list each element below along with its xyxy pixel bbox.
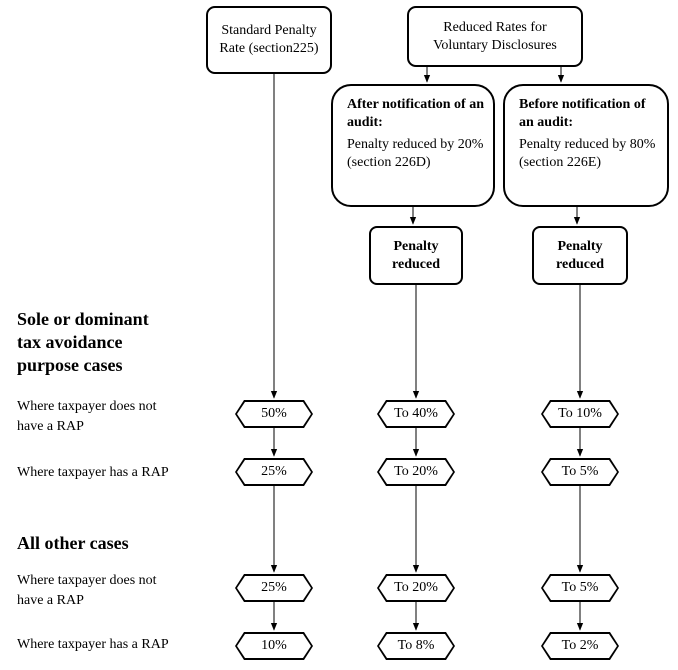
reduced-rates-box: Reduced Rates for Voluntary Disclosures — [407, 6, 583, 67]
rate-standard-sole-rap: 25% — [235, 458, 313, 486]
rate-after-other-no-rap: To 20% — [377, 574, 455, 602]
rate-value: To 40% — [379, 402, 453, 426]
reduced-rates-label: Reduced Rates for Voluntary Disclosures — [433, 19, 557, 53]
rate-before-sole-rap: To 5% — [541, 458, 619, 486]
penalty-reduced-after-label: Penalty reduced — [392, 238, 440, 272]
rate-after-sole-rap: To 20% — [377, 458, 455, 486]
rate-value: To 5% — [543, 460, 617, 484]
rate-value: To 20% — [379, 460, 453, 484]
penalty-reduced-before-label: Penalty reduced — [556, 238, 604, 272]
rate-before-sole-no-rap: To 10% — [541, 400, 619, 428]
row-label-sole-no-rap: Where taxpayer does not have a RAP — [17, 399, 157, 434]
after-notification-box: After notification of an audit: Penalty … — [331, 84, 495, 207]
rate-standard-other-no-rap: 25% — [235, 574, 313, 602]
rate-value: To 5% — [543, 576, 617, 600]
row-label-other-rap: Where taxpayer has a RAP — [17, 637, 169, 652]
row-label-other-no-rap: Where taxpayer does not have a RAP — [17, 573, 157, 608]
before-notification-header: Before notification of an audit: — [519, 97, 646, 130]
other-cases-heading: All other cases — [17, 533, 129, 553]
after-notification-body: Penalty reduced by 20% (section 226D) — [347, 137, 484, 170]
rate-value: 25% — [237, 460, 311, 484]
penalty-reduced-before-box: Penalty reduced — [532, 226, 628, 285]
row-label-sole-rap: Where taxpayer has a RAP — [17, 465, 169, 480]
rate-before-other-no-rap: To 5% — [541, 574, 619, 602]
penalty-reduced-after-box: Penalty reduced — [369, 226, 463, 285]
rate-before-other-rap: To 2% — [541, 632, 619, 660]
rate-after-other-rap: To 8% — [377, 632, 455, 660]
standard-penalty-box: Standard Penalty Rate (section225) — [206, 6, 332, 74]
rate-value: 10% — [237, 634, 311, 658]
rate-value: To 10% — [543, 402, 617, 426]
rate-value: To 20% — [379, 576, 453, 600]
rate-value: To 2% — [543, 634, 617, 658]
standard-penalty-label: Standard Penalty Rate (section225) — [219, 23, 319, 56]
rate-value: To 8% — [379, 634, 453, 658]
rate-value: 25% — [237, 576, 311, 600]
sole-purpose-heading: Sole or dominant tax avoidance purpose c… — [17, 309, 149, 375]
before-notification-box: Before notification of an audit: Penalty… — [503, 84, 669, 207]
rate-after-sole-no-rap: To 40% — [377, 400, 455, 428]
rate-value: 50% — [237, 402, 311, 426]
rate-standard-sole-no-rap: 50% — [235, 400, 313, 428]
before-notification-body: Penalty reduced by 80% (section 226E) — [519, 137, 656, 170]
after-notification-header: After notification of an audit: — [347, 97, 484, 130]
rate-standard-other-rap: 10% — [235, 632, 313, 660]
